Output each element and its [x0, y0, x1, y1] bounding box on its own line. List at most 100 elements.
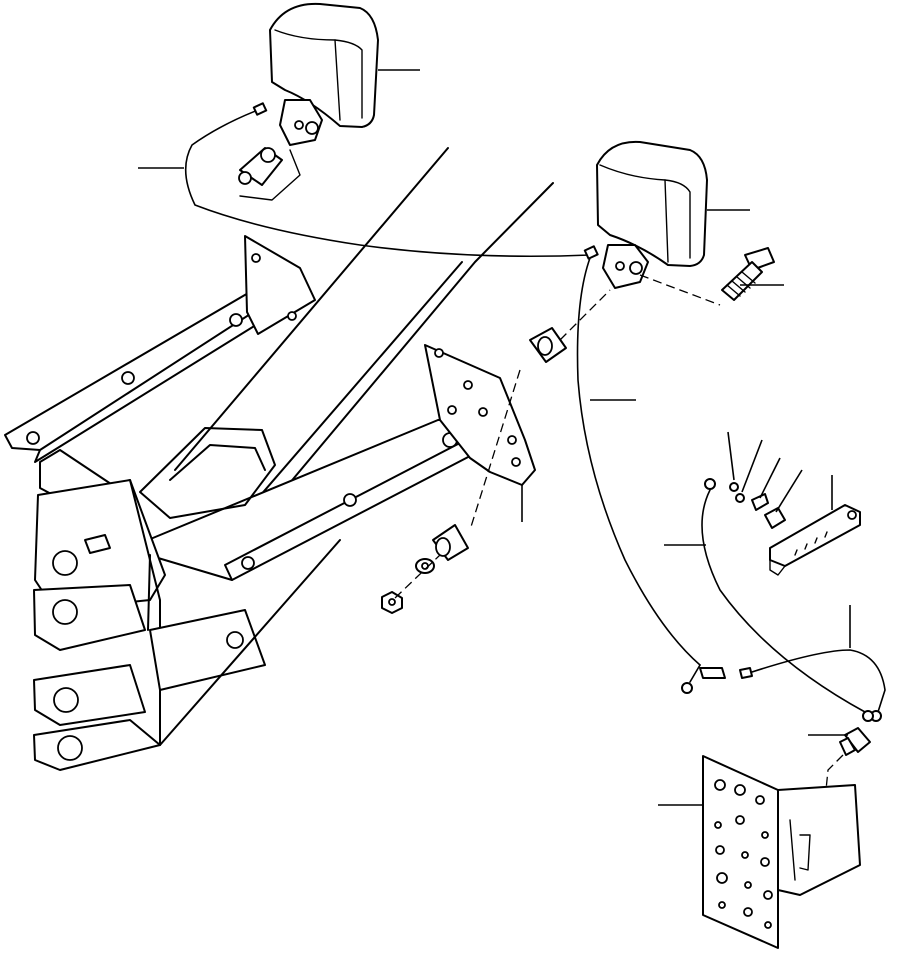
nut-bore	[388, 598, 396, 606]
panel-hole	[714, 779, 726, 791]
wire-terminal	[689, 664, 701, 683]
panel-hole	[761, 831, 769, 839]
upper-crossbeam	[4, 284, 273, 451]
panel-hole	[734, 784, 746, 796]
link-arm	[149, 609, 266, 691]
spacer-axis-line	[559, 289, 611, 341]
boom-frame	[4, 147, 554, 771]
crossbeam-hole	[26, 431, 40, 445]
bracket-hole	[478, 407, 488, 417]
callout-leader-lock-washer	[741, 439, 763, 493]
callout-leader-clip	[759, 457, 781, 499]
center-box-inner	[169, 444, 266, 481]
crossbeam-hole	[121, 371, 135, 385]
panel-hole	[714, 821, 722, 829]
bulb-bracket-mark	[239, 149, 301, 201]
clevis-plate-bottom	[33, 719, 161, 771]
panel-hole	[760, 857, 770, 867]
clevis-pin-hole	[52, 550, 78, 576]
panel-hole	[744, 881, 752, 889]
panel-hole	[741, 851, 749, 859]
bracket-hole	[511, 457, 521, 467]
switch-axis-line	[824, 754, 844, 801]
clevis-pin-hole	[57, 735, 83, 761]
mounting-bolt	[721, 247, 775, 301]
lamp-wire-harness	[184, 109, 591, 258]
bolt-threads	[726, 271, 756, 297]
clevis-plate-mid	[33, 584, 146, 651]
panel-side-detail	[789, 819, 811, 881]
bracket-bolt	[294, 120, 304, 130]
bulb-base	[260, 147, 276, 163]
panel-hole	[764, 921, 772, 929]
washer-small	[729, 482, 739, 492]
boom-arm-edge-right	[241, 182, 554, 541]
crossbeam-hole	[241, 556, 255, 570]
clevis-pin-hole	[52, 599, 78, 625]
panel-hole	[715, 845, 725, 855]
bolt-axis-line	[639, 274, 721, 306]
bracket-hole	[447, 405, 457, 415]
fuse	[764, 507, 786, 529]
center-box	[139, 427, 276, 519]
bracket-bolt	[615, 261, 625, 271]
work-lamp-upper	[269, 2, 379, 146]
frame-vertical	[147, 554, 151, 631]
wire-harness-side	[701, 489, 866, 713]
lock-washer	[735, 493, 745, 503]
panel-hole	[718, 901, 726, 909]
ground-wire	[751, 649, 886, 713]
spacer-bore	[435, 537, 451, 557]
ring-terminal	[681, 682, 693, 694]
lamp-switch	[839, 727, 871, 756]
clevis-side	[129, 479, 161, 746]
spacer-bore	[537, 336, 553, 356]
plate-hole	[287, 311, 297, 321]
lamp-mount-bracket	[602, 244, 649, 289]
work-lamp-lower	[596, 140, 708, 289]
crossbeam-hole	[343, 493, 357, 507]
bracket-knob	[305, 121, 319, 135]
slot	[84, 534, 111, 554]
panel-hole	[743, 907, 753, 917]
switch-toggle	[839, 737, 856, 756]
lamp-wire-lower	[576, 257, 701, 666]
bracket-hole	[434, 348, 444, 358]
panel-side	[777, 784, 861, 896]
link-hole	[226, 631, 244, 649]
panel-hole	[735, 815, 745, 825]
ring-terminal	[704, 478, 716, 490]
bulb-tip	[238, 171, 252, 185]
callout-leader-washer	[727, 431, 735, 481]
callout-leader-fuse	[775, 469, 803, 513]
lamp-crease	[334, 39, 341, 121]
crossbeam-hole	[229, 313, 243, 327]
lamp-bulb	[238, 147, 283, 186]
panel-hole	[716, 872, 728, 884]
clevis-pin-hole	[53, 687, 79, 713]
boom-arm-edge-left	[174, 147, 449, 471]
lower-crossbeam-edge	[224, 417, 509, 581]
lamp-crease	[664, 179, 669, 263]
wire-connector	[699, 667, 726, 679]
plate-hole	[251, 253, 261, 263]
instrument-panel	[702, 755, 861, 949]
panel-hole	[755, 795, 765, 805]
bracket-knob	[629, 261, 643, 275]
frame-diagonal	[159, 539, 341, 746]
fuse-holder	[769, 504, 861, 567]
fuse-holder-foot	[769, 559, 786, 576]
clevis-plate-lower	[33, 664, 146, 726]
wire-connector-mate	[739, 667, 753, 679]
nut-axis-line	[394, 554, 441, 599]
bracket-hole	[463, 380, 473, 390]
lamp-connector	[583, 245, 599, 260]
bracket-hole	[507, 435, 517, 445]
rear-plate	[244, 235, 316, 335]
fuse-holder-hole	[847, 510, 857, 520]
panel-hole	[763, 890, 773, 900]
ring-terminal	[862, 710, 874, 722]
fuse-holder-marks	[794, 531, 828, 556]
